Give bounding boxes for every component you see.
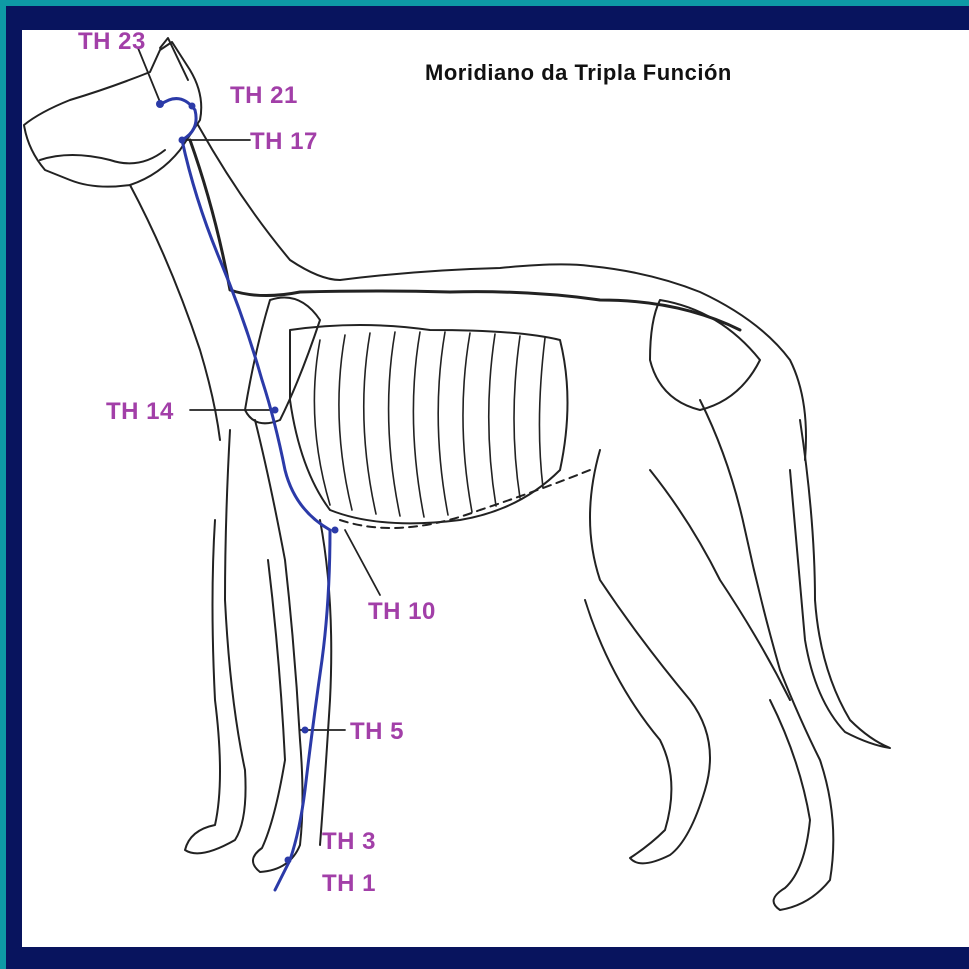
point-label-th3: TH 3 [322, 828, 376, 856]
dog-ribs [314, 332, 545, 517]
dog-back [340, 264, 806, 460]
dog-front-leg-far [185, 430, 246, 853]
dog-jaw [40, 150, 165, 163]
dog-hind-leg-far [650, 470, 790, 700]
dog-spine [190, 140, 740, 330]
dog-tail [790, 420, 890, 748]
acupoint-th14 [272, 407, 279, 414]
point-label-th14: TH 14 [106, 398, 174, 426]
dog-head-outline [24, 42, 201, 187]
acupoint-th10 [332, 527, 339, 534]
acupoint-th23 [156, 100, 164, 108]
point-label-th5: TH 5 [350, 718, 404, 746]
point-label-th1: TH 1 [322, 870, 376, 898]
acupoint-th17 [179, 137, 186, 144]
point-label-th10: TH 10 [368, 598, 436, 626]
dog-ribcage [290, 325, 568, 523]
diagram-title: Moridiano da Tripla Función [425, 60, 732, 86]
dog-hind-leg-near [585, 450, 710, 863]
acupoint-th21 [189, 103, 196, 110]
acupoint-th3 [285, 857, 292, 864]
point-label-th17: TH 17 [250, 128, 318, 156]
dog-front-leg-near [253, 420, 303, 872]
acupoint-th5 [302, 727, 309, 734]
point-label-th23: TH 23 [78, 28, 146, 56]
point-label-th21: TH 21 [230, 82, 298, 110]
